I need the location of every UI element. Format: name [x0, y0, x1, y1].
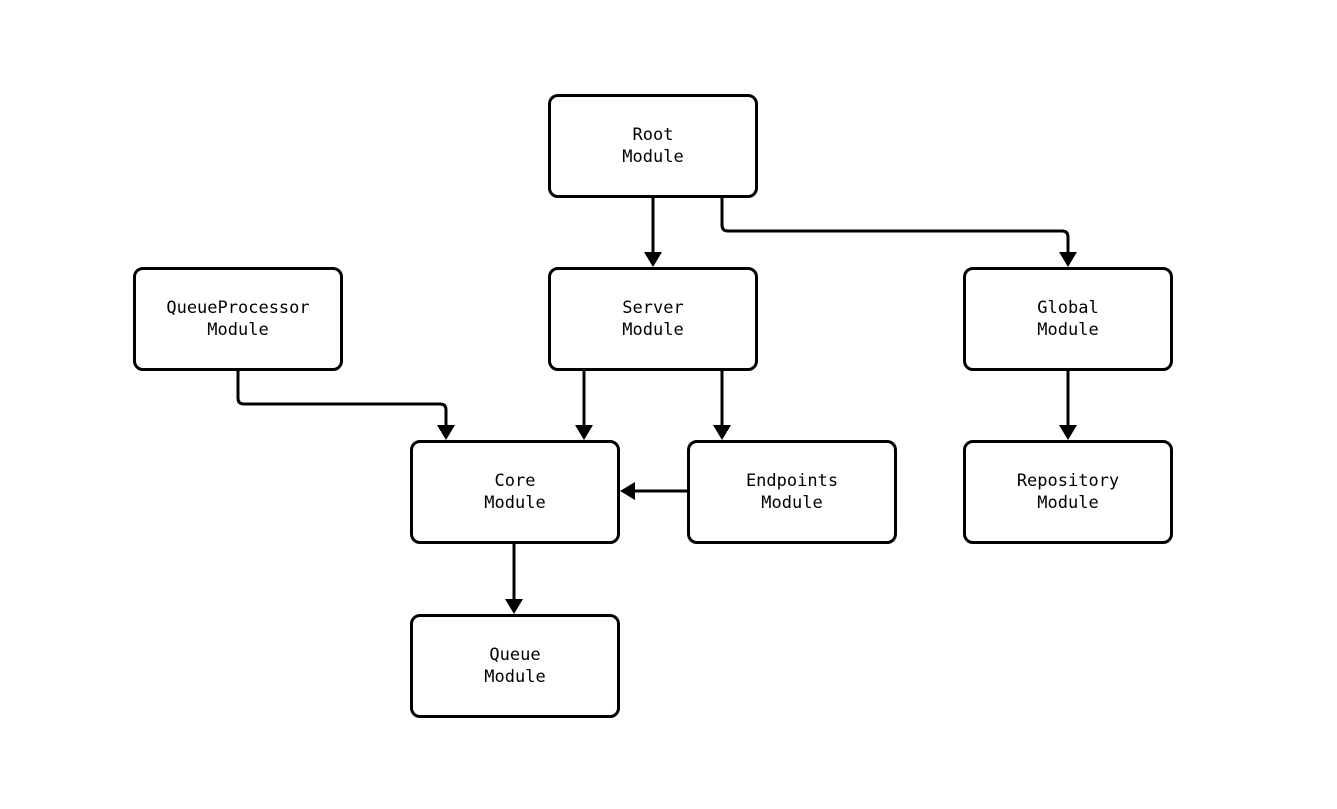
edge-root-to-global [720, 198, 1077, 267]
node-server[interactable]: Server Module [548, 267, 758, 371]
node-core-line1: Core [494, 471, 536, 491]
edge-server-to-core [575, 371, 593, 440]
arrowhead-root-to-global [1059, 252, 1077, 267]
node-global-line1: Global [1037, 298, 1099, 318]
node-global-line2: Module [1037, 320, 1099, 340]
edge-queueprocessor-to-core [236, 371, 455, 440]
node-global[interactable]: Global Module [963, 267, 1173, 371]
node-queue[interactable]: Queue Module [410, 614, 620, 718]
node-queueprocessor-line1: QueueProcessor [166, 298, 310, 318]
edge-global-to-repository [1059, 371, 1077, 440]
node-repository-line1: Repository [1016, 471, 1120, 491]
node-server-line1: Server [622, 298, 684, 318]
node-server-line2: Module [622, 320, 684, 340]
node-root-line1: Root [632, 125, 674, 145]
edge-endpoints-to-core [620, 482, 687, 500]
arrowhead-queueprocessor-to-core [437, 425, 455, 440]
edge-core-to-queue [505, 544, 523, 614]
node-endpoints-line2: Module [761, 493, 823, 513]
arrowhead-root-to-server [644, 252, 662, 267]
arrowhead-server-to-core [575, 425, 593, 440]
node-root-line2: Module [622, 147, 684, 167]
node-queueprocessor[interactable]: QueueProcessor Module [133, 267, 343, 371]
node-repository-line2: Module [1037, 493, 1099, 513]
node-endpoints-line1: Endpoints [745, 471, 839, 491]
node-core-line2: Module [484, 493, 546, 513]
arrowhead-global-to-repository [1059, 425, 1077, 440]
node-queue-line1: Queue [489, 645, 541, 665]
arrowhead-server-to-endpoints [713, 425, 731, 440]
node-root[interactable]: Root Module [548, 94, 758, 198]
node-repository[interactable]: Repository Module [963, 440, 1173, 544]
arrowhead-endpoints-to-core [620, 482, 635, 500]
node-queueprocessor-line2: Module [207, 320, 269, 340]
node-core[interactable]: Core Module [410, 440, 620, 544]
node-endpoints[interactable]: Endpoints Module [687, 440, 897, 544]
node-queue-line2: Module [484, 667, 546, 687]
edge-root-to-server [644, 198, 662, 267]
edge-server-to-endpoints [713, 371, 731, 440]
arrowhead-core-to-queue [505, 599, 523, 614]
